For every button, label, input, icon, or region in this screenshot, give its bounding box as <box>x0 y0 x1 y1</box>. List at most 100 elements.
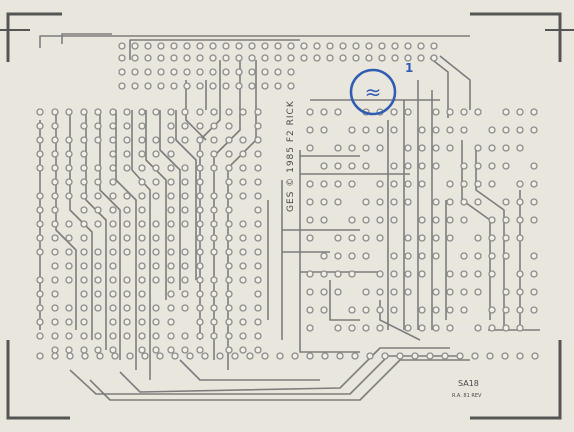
pcb-pad <box>306 234 314 242</box>
pcb-pad <box>225 276 233 284</box>
pcb-pad <box>348 216 356 224</box>
pcb-pad <box>516 180 524 188</box>
pcb-pad <box>352 54 360 62</box>
pcb-pad <box>109 206 117 214</box>
pcb-pad <box>144 42 152 50</box>
pcb-pad <box>300 54 308 62</box>
pcb-pad <box>156 352 164 360</box>
pcb-pad <box>152 136 160 144</box>
pcb-pad <box>390 306 398 314</box>
pcb-pad <box>80 122 88 130</box>
pcb-pad <box>418 144 426 152</box>
pcb-pad <box>51 164 59 172</box>
pcb-pad <box>51 122 59 130</box>
pcb-pad <box>418 270 426 278</box>
pcb-pad <box>152 318 160 326</box>
pcb-pad <box>417 42 425 50</box>
pcb-pad <box>181 136 189 144</box>
pcb-pad <box>446 144 454 152</box>
pcb-pad <box>456 352 464 360</box>
pcb-pad <box>432 288 440 296</box>
pcb-pad <box>376 270 384 278</box>
pcb-pad <box>138 220 146 228</box>
pcb-pad <box>254 318 262 326</box>
pcb-pad <box>36 108 44 116</box>
pcb-pad <box>138 122 146 130</box>
pcb-pad <box>225 192 233 200</box>
pcb-pad <box>36 276 44 284</box>
pcb-pad <box>81 352 89 360</box>
pcb-pad <box>210 136 218 144</box>
pcb-pad <box>209 68 217 76</box>
pcb-pad <box>306 144 314 152</box>
pcb-pad <box>418 234 426 242</box>
pcb-pad <box>446 306 454 314</box>
pcb-pad <box>109 122 117 130</box>
pcb-pad <box>210 234 218 242</box>
pcb-pad <box>196 262 204 270</box>
pcb-pad <box>306 324 314 332</box>
pcb-pad <box>36 122 44 130</box>
pcb-pad <box>131 82 139 90</box>
pcb-pad <box>196 42 204 50</box>
pcb-pad <box>502 288 510 296</box>
pcb-pad <box>239 108 247 116</box>
pcb-pad <box>111 352 119 360</box>
pcb-pad <box>432 234 440 242</box>
pcb-pad <box>391 54 399 62</box>
pcb-pad <box>326 54 334 62</box>
pcb-pad <box>123 318 131 326</box>
pcb-pad <box>274 68 282 76</box>
pcb-pad <box>418 216 426 224</box>
pcb-pad <box>65 304 73 312</box>
crop-marks <box>0 12 574 420</box>
pcb-pad <box>222 42 230 50</box>
pcb-pad <box>254 206 262 214</box>
pcb-pad <box>432 324 440 332</box>
pcb-pad <box>167 122 175 130</box>
pcb-pad <box>306 126 314 134</box>
pcb-pad <box>530 306 538 314</box>
pcb-pad <box>65 164 73 172</box>
pcb-pad <box>181 192 189 200</box>
pcb-pad <box>516 288 524 296</box>
pcb-pad <box>404 180 412 188</box>
pcb-pad <box>486 352 494 360</box>
pcb-pad <box>502 252 510 260</box>
pcb-pad <box>306 216 314 224</box>
pcb-pad <box>65 108 73 116</box>
pcb-pad <box>167 108 175 116</box>
pcb-pad <box>181 164 189 172</box>
pcb-pad <box>516 216 524 224</box>
pcb-pad <box>530 252 538 260</box>
pcb-pad <box>404 198 412 206</box>
pcb-pad <box>196 346 204 354</box>
pcb-pad <box>196 276 204 284</box>
pcb-pad <box>254 108 262 116</box>
pcb-pad <box>80 150 88 158</box>
pcb-pad <box>404 324 412 332</box>
pcb-pad <box>138 332 146 340</box>
pcb-pad <box>36 234 44 242</box>
pcb-pad <box>502 306 510 314</box>
highlight-circle <box>349 68 397 116</box>
pcb-pad <box>352 42 360 50</box>
pcb-pad <box>530 108 538 116</box>
pcb-pad <box>404 108 412 116</box>
pcb-pad <box>362 144 370 152</box>
pcb-pad <box>366 352 374 360</box>
pcb-pad <box>181 262 189 270</box>
pcb-pad <box>418 306 426 314</box>
highlight-symbol: ≈ <box>365 80 382 104</box>
pcb-pad <box>334 180 342 188</box>
pcb-pad <box>80 248 88 256</box>
pcb-pad <box>446 234 454 242</box>
pcb-pad <box>348 180 356 188</box>
pcb-pad <box>320 198 328 206</box>
pcb-pad <box>65 192 73 200</box>
pcb-pad <box>210 332 218 340</box>
pcb-pad <box>254 332 262 340</box>
pcb-pad <box>376 234 384 242</box>
pcb-pad <box>390 288 398 296</box>
pcb-pad <box>426 352 434 360</box>
